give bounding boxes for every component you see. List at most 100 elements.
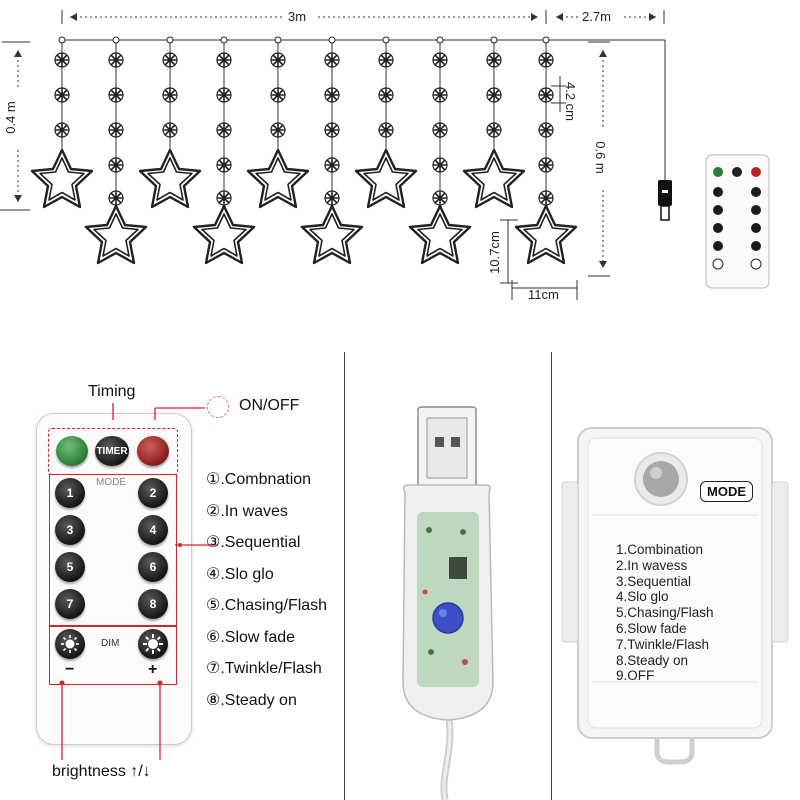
box-mode-item: 1.Combination xyxy=(616,542,704,557)
snowflake-icon xyxy=(162,52,178,68)
star-width-label: 11cm xyxy=(528,287,559,302)
snowflake-icon xyxy=(162,87,178,103)
mode-button-4[interactable]: 4 xyxy=(138,515,168,545)
mode-button-7[interactable]: 7 xyxy=(55,589,85,619)
mode-item: ③.Sequential xyxy=(206,534,301,551)
snowflake-icon xyxy=(486,122,502,138)
star-ornament-icon xyxy=(300,204,364,265)
width-label: 3m xyxy=(288,9,307,24)
snowflake-icon xyxy=(324,122,340,138)
dim-down-button[interactable] xyxy=(55,629,85,659)
box-mode-list: 1.Combination 2.In wavess 3.Sequential 4… xyxy=(616,542,746,684)
box-mode-item: 2.In wavess xyxy=(616,557,688,573)
box-mode-item: 4.Slo glo xyxy=(616,589,669,605)
snowflake-icon xyxy=(432,87,448,103)
minus-label: − xyxy=(65,661,75,678)
timing-label: Timing xyxy=(88,383,136,400)
snowflake-icon xyxy=(108,190,124,206)
snowflake-icon xyxy=(432,122,448,138)
snowflake-icon xyxy=(486,52,502,68)
usb-plug-icon xyxy=(658,180,672,221)
snowflake-icon xyxy=(432,157,448,173)
snowflake-icon xyxy=(54,87,70,103)
snowflake-icon xyxy=(538,190,554,206)
sun-dim-icon xyxy=(61,635,79,653)
snowflake-icon xyxy=(324,52,340,68)
remote-control-icon xyxy=(705,154,770,289)
box-mode-item: 8.Steady on xyxy=(616,652,689,668)
snowflake-icon xyxy=(378,52,394,68)
snowflake-icon xyxy=(538,122,554,138)
snowflake-icon xyxy=(378,87,394,103)
star-ornament-icon xyxy=(462,148,526,209)
timer-button[interactable]: TIMER xyxy=(95,436,129,466)
mode-item: ④.Slo glo xyxy=(206,565,274,583)
box-mode-item: 7.Twinkle/Flash xyxy=(616,636,710,652)
onoff-highlight xyxy=(207,396,229,418)
usb-mode-button[interactable] xyxy=(432,602,464,634)
snowflake-icon xyxy=(108,87,124,103)
snowflake-icon xyxy=(216,190,232,206)
box-mode-item: 6.Slow fade xyxy=(616,620,687,636)
snowflake-icon xyxy=(108,122,124,138)
remote-callout-lines xyxy=(59,403,218,760)
box-mode-button-label[interactable]: MODE xyxy=(700,481,753,502)
mode-button-3[interactable]: 3 xyxy=(55,515,85,545)
snowflake-icon xyxy=(270,87,286,103)
star-ornament-icon xyxy=(30,148,94,209)
usb-controller-illustration xyxy=(402,406,494,800)
mode-item: ⑧.Steady on xyxy=(206,691,297,709)
snowflake-icon xyxy=(162,122,178,138)
mode-label: MODE xyxy=(96,477,126,488)
divider-left xyxy=(344,352,345,800)
snowflake-icon xyxy=(432,190,448,206)
sun-bright-icon xyxy=(143,634,163,654)
dim-label: DIM xyxy=(101,638,120,649)
box-mode-item: 5.Chasing/Flash xyxy=(616,605,714,621)
mode-button-2[interactable]: 2 xyxy=(138,478,168,508)
snowflake-icon xyxy=(270,52,286,68)
snowflake-icon xyxy=(54,52,70,68)
plus-label: + xyxy=(148,661,158,678)
mode-button-8[interactable]: 8 xyxy=(138,589,168,619)
light-strands xyxy=(30,36,578,265)
mode-item: ②.In waves xyxy=(206,502,288,520)
snowflake-icon xyxy=(538,157,554,173)
extra-length-label: 2.7m xyxy=(582,9,611,24)
mode-button-5[interactable]: 5 xyxy=(55,552,85,582)
star-ornament-icon xyxy=(192,204,256,265)
snowflake-icon xyxy=(216,157,232,173)
left-height-label: 0.4 m xyxy=(2,101,18,134)
star-height-label: 10.7cm xyxy=(486,231,502,274)
on-button[interactable] xyxy=(56,436,88,466)
dim-up-button[interactable] xyxy=(138,629,168,659)
snowflake-icon xyxy=(538,52,554,68)
mode-item: ①.Combnation xyxy=(206,471,312,488)
brightness-label: brightness ↑/↓ xyxy=(52,763,151,780)
battery-box-illustration xyxy=(561,427,789,765)
snowflake-icon xyxy=(486,87,502,103)
mode-button-6[interactable]: 6 xyxy=(138,552,168,582)
snowflake-icon xyxy=(324,190,340,206)
snowflake-icon xyxy=(324,157,340,173)
snowflake-icon xyxy=(538,87,554,103)
snowflake-icon xyxy=(216,122,232,138)
off-button[interactable] xyxy=(137,436,169,466)
box-mode-item: 9.OFF xyxy=(616,668,655,684)
mode-buttons-highlight xyxy=(49,474,177,627)
star-ornament-icon xyxy=(354,148,418,209)
snowflake-icon xyxy=(54,122,70,138)
snowflake-icon xyxy=(324,87,340,103)
mode-item: ⑦.Twinkle/Flash xyxy=(206,660,322,677)
ball-gap-label: 4.2 cm xyxy=(563,81,579,122)
curtain-light-diagram xyxy=(0,10,770,300)
snowflake-icon xyxy=(108,157,124,173)
snowflake-icon xyxy=(378,122,394,138)
snowflake-icon xyxy=(432,52,448,68)
mode-button-1[interactable]: 1 xyxy=(55,478,85,508)
divider-right xyxy=(551,352,552,800)
onoff-label: ON/OFF xyxy=(239,397,300,414)
star-ornament-icon xyxy=(138,148,202,209)
star-ornament-icon xyxy=(514,204,578,265)
mode-item: ⑥.Slow fade xyxy=(206,628,296,646)
